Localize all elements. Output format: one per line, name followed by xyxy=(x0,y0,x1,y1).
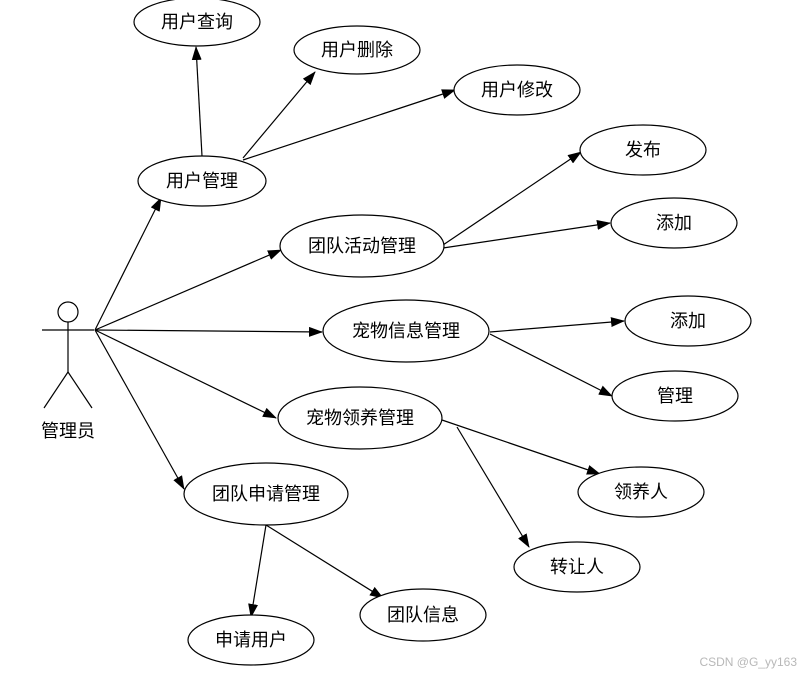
edge-team-activity-publish xyxy=(442,151,582,246)
use-case-publish: 发布 xyxy=(579,124,707,176)
use-case-user-modify: 用户修改 xyxy=(453,64,581,116)
edge-user-management-query xyxy=(191,46,203,157)
use-case-label: 添加 xyxy=(670,311,706,332)
use-case-label: 管理 xyxy=(657,386,693,407)
use-case-label: 转让人 xyxy=(550,557,604,578)
watermark: CSDN @G_yy163 xyxy=(699,655,797,669)
edge-team-application-team-info xyxy=(265,524,384,599)
use-case-pet-adoption-management: 宠物领养管理 xyxy=(277,386,443,450)
edge-actor-pet-adoption xyxy=(94,329,277,419)
edge-pet-adoption-adopter xyxy=(441,419,601,475)
use-case-team-add: 添加 xyxy=(610,197,738,249)
edge-team-activity-add xyxy=(442,219,611,249)
actor-label: 管理员 xyxy=(41,421,95,442)
edge-user-management-modify xyxy=(242,89,456,161)
use-case-label: 用户管理 xyxy=(166,171,238,192)
use-case-label: 申请用户 xyxy=(215,630,287,651)
use-case-label: 团队信息 xyxy=(387,605,459,626)
edges xyxy=(94,46,625,618)
use-case-team-info: 团队信息 xyxy=(359,588,487,642)
actor-admin: 管理员 xyxy=(41,301,95,442)
use-case-label: 团队申请管理 xyxy=(212,484,320,505)
use-case-pet-add: 添加 xyxy=(624,295,752,347)
use-case-transferor: 转让人 xyxy=(513,541,641,593)
use-case-label: 用户查询 xyxy=(161,12,233,33)
edge-actor-team-activity xyxy=(94,249,282,331)
actor-left-leg xyxy=(43,371,69,409)
use-case-label: 团队活动管理 xyxy=(308,236,416,257)
use-case-user-management: 用户管理 xyxy=(137,155,267,207)
edge-actor-user-management xyxy=(94,197,162,331)
use-case-user-delete: 用户删除 xyxy=(293,25,421,75)
use-case-label: 宠物领养管理 xyxy=(306,408,414,429)
use-case-label: 用户删除 xyxy=(321,40,393,61)
use-case-adopter: 领养人 xyxy=(577,466,705,518)
use-case-label: 领养人 xyxy=(614,482,668,503)
use-case-label: 发布 xyxy=(625,140,661,161)
use-case-team-activity-management: 团队活动管理 xyxy=(279,214,445,278)
edge-actor-pet-info xyxy=(94,326,323,337)
use-case-user-query: 用户查询 xyxy=(133,0,261,47)
edge-pet-info-add xyxy=(489,317,625,333)
use-case-pet-manage: 管理 xyxy=(611,370,739,422)
edge-pet-adoption-transferor xyxy=(456,426,530,548)
use-case-team-application-management: 团队申请管理 xyxy=(183,462,349,526)
actor-head xyxy=(57,301,79,323)
edge-user-management-delete xyxy=(242,71,316,159)
use-case-pet-info-management: 宠物信息管理 xyxy=(322,299,490,363)
edge-team-application-apply-user xyxy=(248,524,267,618)
use-case-label: 添加 xyxy=(656,213,692,234)
use-case-label: 用户修改 xyxy=(481,80,553,101)
edge-pet-info-manage xyxy=(489,333,613,397)
edge-actor-team-application xyxy=(94,329,185,490)
use-case-label: 宠物信息管理 xyxy=(352,321,460,342)
actor-right-leg xyxy=(67,371,93,409)
use-case-apply-user: 申请用户 xyxy=(187,614,315,666)
